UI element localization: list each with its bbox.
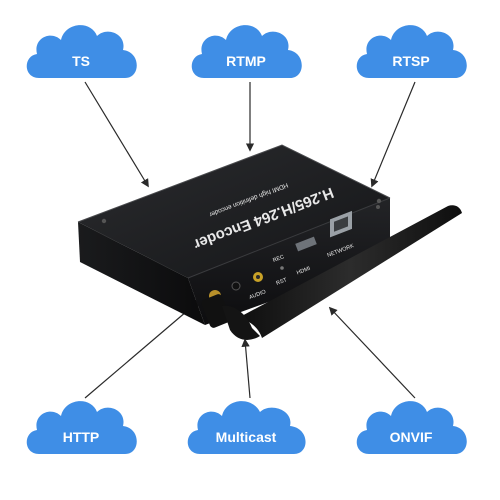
cloud-multicast: Multicast: [187, 401, 306, 454]
power-port: [231, 281, 241, 291]
rec-button: [280, 266, 284, 270]
audio-jack-center: [256, 275, 260, 279]
antenna: [201, 205, 462, 340]
antenna-joint: [222, 305, 260, 340]
cloud-rtsp: RTSP: [356, 25, 467, 78]
cloud-onvif-shape: [356, 401, 467, 454]
screw-top-right: [376, 198, 382, 204]
antenna-rod: [238, 205, 462, 338]
cloud-ts-label: TS: [72, 53, 90, 69]
cloud-rtmp-shape: [191, 25, 302, 78]
cloud-onvif-label: ONVIF: [390, 429, 433, 445]
cloud-ts: TS: [26, 25, 137, 78]
encoder-device: H.265/H.264 Encoder HDMI high definition…: [77, 144, 391, 325]
rec-label: REC: [272, 254, 285, 264]
connector-rtsp: [370, 81, 416, 188]
cloud-ts-shape: [26, 25, 137, 78]
cloud-http-shape: [26, 401, 137, 454]
device-side-face: [78, 222, 205, 325]
connector-http: [84, 298, 202, 399]
device-edge-highlight: [77, 144, 391, 223]
device-top-face: [78, 145, 390, 278]
device-front-edge: [187, 197, 391, 279]
cloud-rtsp-label: RTSP: [392, 53, 429, 69]
connector-onvif: [328, 306, 416, 399]
screw-front-right: [376, 205, 380, 209]
cloud-multicast-label: Multicast: [216, 429, 277, 445]
cloud-rtmp-label: RTMP: [226, 53, 266, 69]
cloud-http-label: HTTP: [63, 429, 100, 445]
screw-top-left: [101, 218, 107, 224]
antenna-base: [201, 294, 231, 328]
connector-multicast: [241, 338, 251, 399]
hdmi-label: HDMI: [296, 266, 312, 277]
connector-ts: [84, 81, 149, 188]
cloud-multicast-shape: [187, 401, 306, 454]
cloud-rtmp: RTMP: [191, 25, 302, 78]
connector-lines: [84, 81, 416, 399]
cloud-onvif: ONVIF: [356, 401, 467, 454]
cloud-rtsp-shape: [356, 25, 467, 78]
network-port-inner: [334, 216, 348, 232]
cloud-http: HTTP: [26, 401, 137, 454]
hdmi-port: [295, 236, 317, 252]
rst-label: RST: [275, 277, 288, 287]
